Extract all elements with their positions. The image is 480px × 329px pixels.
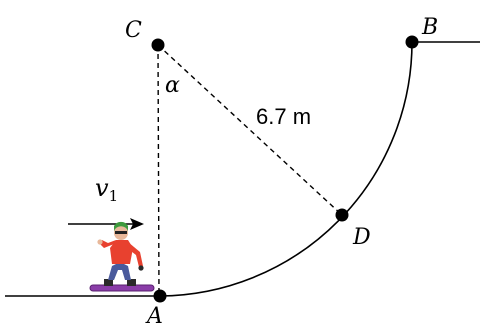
point-b-label: B xyxy=(421,15,438,40)
point-c-label: C xyxy=(125,18,142,43)
quarter-pipe-arc xyxy=(159,41,413,297)
point-a-dot xyxy=(153,289,167,303)
velocity-arrow-head xyxy=(130,218,144,230)
distance-label: 6.7 m xyxy=(256,104,311,129)
velocity-label: v1 xyxy=(95,174,118,205)
angle-alpha-label: α xyxy=(165,73,180,98)
point-b-dot xyxy=(405,35,419,49)
radius-line-ca xyxy=(157,44,160,297)
radius-line-cd xyxy=(157,44,343,216)
point-c-dot xyxy=(151,38,165,52)
point-a-label: A xyxy=(145,304,163,329)
point-d-dot xyxy=(335,208,349,222)
point-d-label: D xyxy=(352,225,371,250)
velocity-symbol: v xyxy=(95,174,109,202)
snowboarder-icon xyxy=(89,221,155,292)
velocity-subscript: 1 xyxy=(109,187,119,205)
